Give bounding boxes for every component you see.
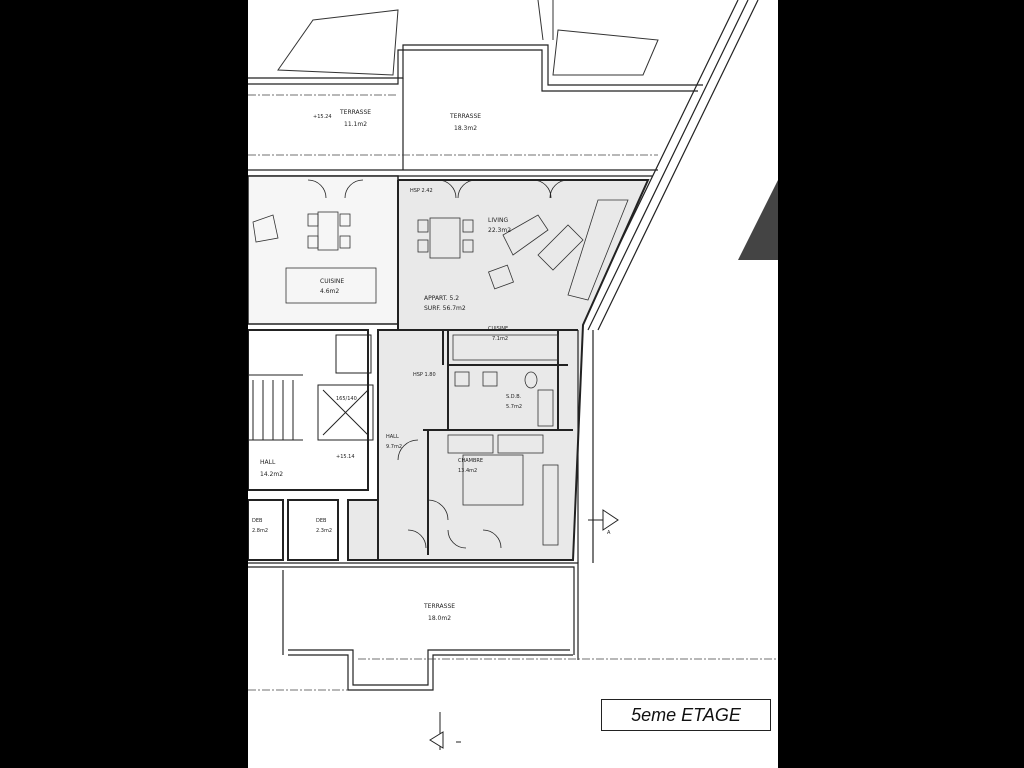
room-living-name: LIVING bbox=[488, 217, 508, 224]
doors bbox=[397, 439, 502, 549]
terrace-south-walls bbox=[248, 330, 594, 691]
room-deb-right-area: 2.3m2 bbox=[316, 528, 332, 534]
terrace-north-walls bbox=[248, 44, 703, 177]
room-sdb-area: 5.7m2 bbox=[506, 404, 522, 410]
drawing-sheet: A TERRASSE 11.1m2 +15.24 TERRASSE 18.3m2… bbox=[248, 0, 778, 768]
room-deb-right-name: DEB bbox=[316, 518, 327, 524]
room-living-area: 22.3m2 bbox=[488, 227, 511, 234]
stair-core bbox=[248, 329, 374, 491]
hsp-top: HSP 2.42 bbox=[410, 188, 433, 194]
outdoor-hatch-nw bbox=[277, 9, 399, 76]
diagonal-solid-wedge bbox=[738, 180, 778, 260]
storage-cells bbox=[248, 499, 339, 561]
room-terrasse-nw-name: TERRASSE bbox=[339, 109, 371, 116]
section-marker-label: A bbox=[607, 530, 611, 536]
appart-tag: APPART. 5.2 bbox=[424, 295, 459, 302]
room-hall-left-name: HALL bbox=[260, 459, 276, 466]
room-deb-left-area: 2.8m2 bbox=[252, 528, 268, 534]
interior-walls bbox=[377, 180, 578, 560]
kitchen-left-counter bbox=[285, 267, 377, 304]
room-hall-left-area: 14.2m2 bbox=[260, 471, 283, 478]
room-chambre-name: CHAMBRE bbox=[458, 458, 483, 464]
north-arrow bbox=[429, 712, 461, 750]
level-top: +15.24 bbox=[313, 114, 332, 120]
room-cuisine-right-name: CUISINE bbox=[488, 326, 508, 332]
room-cuisine-right-area: 7.1m2 bbox=[492, 336, 508, 342]
hsp-mid: HSP 1.80 bbox=[413, 372, 436, 378]
room-terrasse-nw-area: 11.1m2 bbox=[344, 121, 367, 128]
floor-title: 5eme ETAGE bbox=[601, 699, 771, 731]
appart-area: SURF. 56.7m2 bbox=[424, 305, 466, 312]
sdb-fixtures bbox=[454, 371, 554, 427]
room-terrasse-s-name: TERRASSE bbox=[423, 603, 455, 610]
terrace-dashdot bbox=[248, 94, 658, 156]
living-furniture bbox=[252, 199, 629, 301]
level-hall: +15.14 bbox=[336, 454, 355, 460]
ascenseur-size: 165/140 bbox=[336, 396, 357, 402]
room-sdb-name: S.D.B. bbox=[506, 394, 522, 400]
room-hall-inner-area: 9.7m2 bbox=[386, 444, 402, 450]
floor-plan: A TERRASSE 11.1m2 +15.24 TERRASSE 18.3m2… bbox=[248, 0, 778, 750]
room-chambre-area: 13.4m2 bbox=[458, 468, 477, 474]
bedroom-furniture bbox=[447, 434, 559, 546]
room-terrasse-s-area: 18.0m2 bbox=[428, 615, 451, 622]
diagonal-facade bbox=[577, 0, 759, 331]
outdoor-hatch-ne bbox=[552, 29, 659, 76]
room-cuisine-left-name: CUISINE bbox=[320, 278, 344, 285]
room-deb-left-name: DEB bbox=[252, 518, 263, 524]
room-cuisine-left-area: 4.6m2 bbox=[320, 288, 339, 295]
section-marker-a bbox=[588, 509, 619, 531]
kitchen-right-counter bbox=[452, 334, 559, 361]
north-windows bbox=[307, 179, 569, 199]
room-terrasse-n-name: TERRASSE bbox=[449, 113, 481, 120]
room-terrasse-n-area: 18.3m2 bbox=[454, 125, 477, 132]
room-hall-inner-name: HALL bbox=[386, 434, 399, 440]
